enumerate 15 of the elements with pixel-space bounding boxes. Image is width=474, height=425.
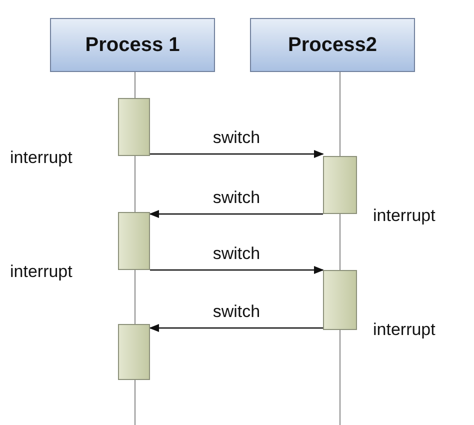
interrupt-label: interrupt bbox=[10, 262, 72, 282]
interrupt-label: interrupt bbox=[373, 320, 436, 340]
arrow bbox=[150, 150, 324, 158]
arrow bbox=[149, 324, 323, 332]
activation-bar bbox=[323, 156, 357, 214]
interrupt-label: interrupt bbox=[373, 206, 436, 226]
participant-box: Process 1 bbox=[50, 18, 215, 72]
activation-bar bbox=[118, 324, 150, 380]
arrow bbox=[150, 266, 324, 274]
activation-bar bbox=[118, 212, 150, 270]
arrow bbox=[149, 210, 323, 218]
activation-bar bbox=[323, 270, 357, 330]
activation-bar bbox=[118, 98, 150, 156]
interrupt-label: interrupt bbox=[10, 148, 72, 168]
participant-box: Process2 bbox=[250, 18, 415, 72]
